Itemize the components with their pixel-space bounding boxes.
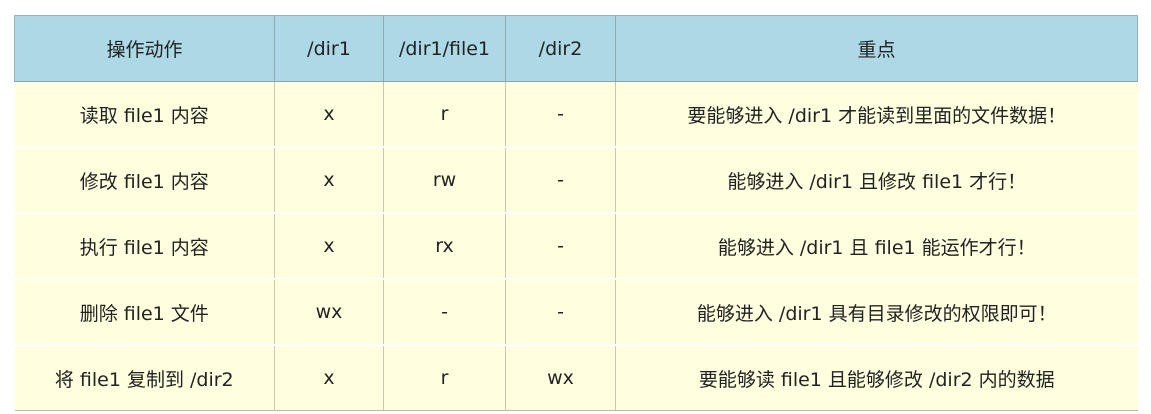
cell-note: 能够进入 /dir1 具有目录修改的权限即可！: [615, 278, 1138, 346]
cell-dir1: x: [274, 212, 384, 280]
cell-action: 读取 file1 内容: [14, 81, 275, 148]
table-row: 读取 file1 内容 x r - 要能够进入 /dir1 才能读到里面的文件数…: [14, 81, 1138, 148]
cell-dir1-file1: rx: [383, 212, 506, 280]
table-row: 删除 file1 文件 wx - - 能够进入 /dir1 具有目录修改的权限即…: [14, 278, 1138, 346]
cell-dir1-file1: rw: [383, 146, 506, 214]
header-action: 操作动作: [14, 15, 275, 82]
cell-dir1: x: [274, 344, 384, 411]
cell-note: 要能够进入 /dir1 才能读到里面的文件数据！: [615, 81, 1138, 148]
cell-dir2: -: [505, 146, 616, 214]
cell-dir1: x: [274, 146, 384, 214]
table-row: 将 file1 复制到 /dir2 x r wx 要能够读 file1 且能够修…: [14, 344, 1138, 411]
cell-action: 修改 file1 内容: [14, 146, 275, 214]
header-dir1: /dir1: [274, 15, 384, 82]
header-dir2: /dir2: [505, 15, 616, 82]
cell-note: 要能够读 file1 且能够修改 /dir2 内的数据: [615, 344, 1138, 411]
cell-dir2: wx: [505, 344, 616, 411]
cell-dir1-file1: r: [383, 344, 506, 411]
cell-note: 能够进入 /dir1 且 file1 能运作才行！: [615, 212, 1138, 280]
cell-action: 将 file1 复制到 /dir2: [14, 344, 275, 411]
permissions-table: 操作动作 /dir1 /dir1/file1 /dir2 重点 读取 file1…: [14, 15, 1138, 411]
table-row: 修改 file1 内容 x rw - 能够进入 /dir1 且修改 file1 …: [14, 146, 1138, 214]
cell-action: 执行 file1 内容: [14, 212, 275, 280]
cell-action: 删除 file1 文件: [14, 278, 275, 346]
table-row: 执行 file1 内容 x rx - 能够进入 /dir1 且 file1 能运…: [14, 212, 1138, 280]
cell-dir2: -: [505, 212, 616, 280]
table-header-row: 操作动作 /dir1 /dir1/file1 /dir2 重点: [14, 15, 1138, 82]
permissions-table-container: 操作动作 /dir1 /dir1/file1 /dir2 重点 读取 file1…: [14, 15, 1138, 411]
cell-dir1-file1: -: [383, 278, 506, 346]
cell-dir2: -: [505, 278, 616, 346]
cell-dir1-file1: r: [383, 81, 506, 148]
cell-dir1: x: [274, 81, 384, 148]
cell-dir1: wx: [274, 278, 384, 346]
header-note: 重点: [615, 15, 1138, 82]
cell-dir2: -: [505, 81, 616, 148]
header-dir1-file1: /dir1/file1: [383, 15, 506, 82]
cell-note: 能够进入 /dir1 且修改 file1 才行！: [615, 146, 1138, 214]
